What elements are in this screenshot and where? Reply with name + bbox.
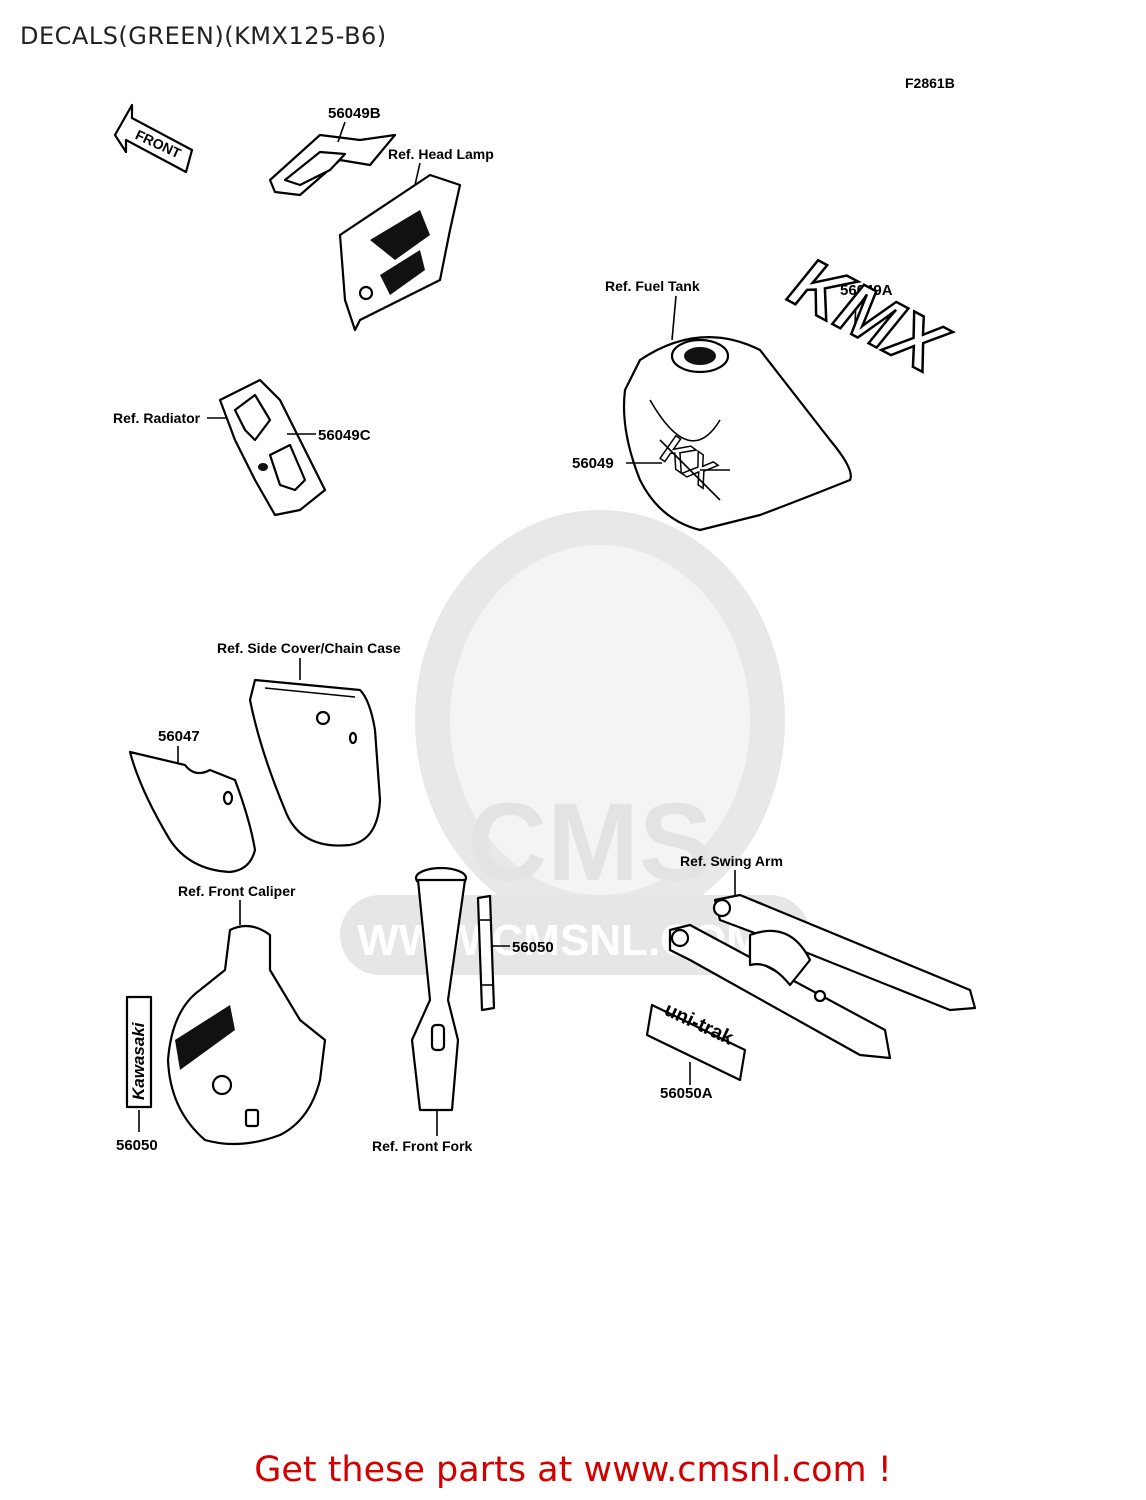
label-56049b: 56049B — [328, 105, 381, 122]
decal-56050-kawasaki: Kawasaki — [125, 995, 153, 1109]
decal-56049a-kmx: KMX — [776, 241, 961, 391]
decal-56050-fork-strip — [476, 894, 496, 1012]
label-ref-fuel-tank: Ref. Fuel Tank — [605, 278, 700, 294]
label-56049a: 56049A — [840, 282, 893, 299]
front-fork — [410, 866, 468, 1112]
fuel-tank: KX — [622, 336, 852, 532]
call-to-action[interactable]: Get these parts at www.cmsnl.com ! — [254, 1450, 892, 1490]
front-arrow-icon: FRONT — [113, 103, 194, 174]
label-ref-swing-arm: Ref. Swing Arm — [680, 853, 783, 869]
label-ref-front-fork: Ref. Front Fork — [372, 1138, 473, 1154]
label-56050-caliper: 56050 — [116, 1137, 158, 1154]
label-56049: 56049 — [572, 455, 614, 472]
front-caliper-guard — [166, 924, 327, 1146]
watermark-mascot-inner — [450, 545, 750, 895]
figure-code: F2861B — [905, 75, 955, 91]
decal-56049b — [268, 133, 397, 197]
watermark-brand: CMS — [468, 781, 712, 904]
side-cover — [248, 678, 382, 847]
label-56049c: 56049C — [318, 427, 371, 444]
radiator-shroud — [218, 378, 327, 517]
head-lamp-cover — [338, 173, 462, 332]
label-ref-head-lamp: Ref. Head Lamp — [388, 146, 494, 162]
label-56050a: 56050A — [660, 1085, 713, 1102]
swing-arm — [668, 893, 977, 1060]
page-title: DECALS(GREEN)(KMX125-B6) — [20, 22, 387, 50]
label-56047: 56047 — [158, 728, 200, 745]
decal-56050a-uni-trak: uni-trak — [645, 999, 747, 1082]
label-56050-fork: 56050 — [512, 939, 554, 956]
label-ref-side-cover: Ref. Side Cover/Chain Case — [217, 640, 401, 656]
decal-56047 — [128, 750, 257, 874]
label-ref-front-caliper: Ref. Front Caliper — [178, 883, 296, 899]
kawasaki-decal-text: Kawasaki — [129, 1021, 148, 1100]
label-ref-radiator: Ref. Radiator — [113, 410, 201, 426]
kmx-decal-text: KMX — [778, 242, 960, 390]
